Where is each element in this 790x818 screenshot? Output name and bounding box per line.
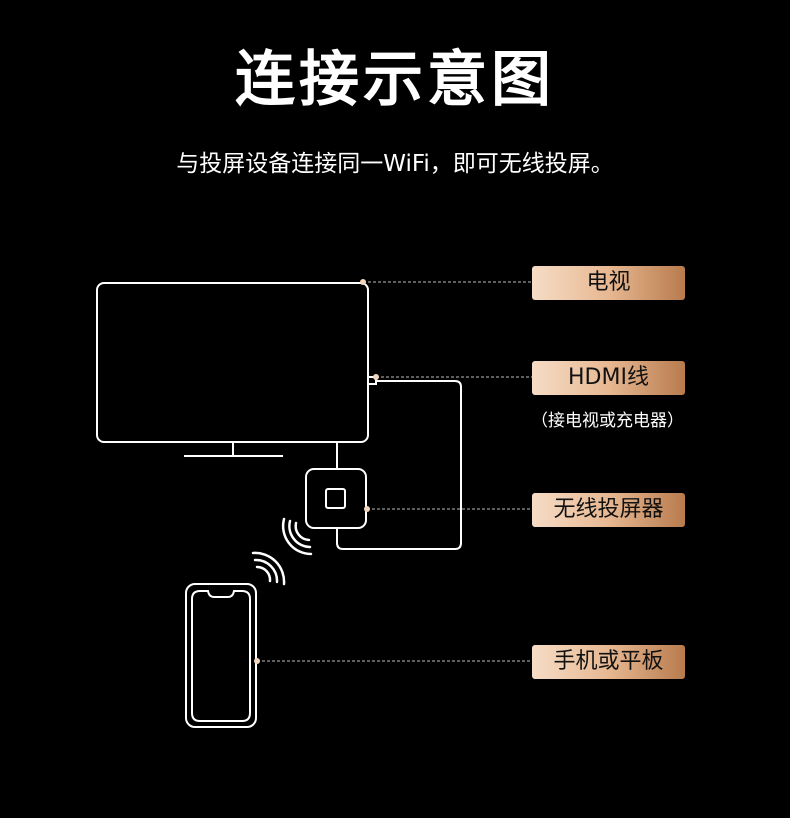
dongle-button	[325, 488, 346, 509]
page-title: 连接示意图	[235, 45, 555, 115]
tv-screen	[96, 282, 369, 443]
phone-outer	[185, 583, 257, 728]
label-dongle: 无线投屏器	[532, 493, 685, 527]
leader-dot-phone	[254, 658, 260, 664]
label-tv: 电视	[532, 266, 685, 300]
label-phone: 手机或平板	[532, 645, 685, 679]
leader-dots	[254, 279, 379, 664]
page-subtitle: 与投屏设备连接同一WiFi，即可无线投屏。	[176, 151, 614, 177]
label-hdmi-note: （接电视或充电器）	[531, 411, 684, 431]
dongle-illustration	[305, 468, 367, 529]
leader-lines	[257, 281, 532, 662]
leader-dot-dongle	[364, 506, 370, 512]
dongle-body	[305, 468, 367, 529]
wifi-icon	[251, 551, 286, 586]
wifi-icon	[281, 517, 313, 556]
tv-illustration	[96, 282, 369, 457]
hdmi-cable	[336, 376, 462, 550]
leader-dot-hdmi	[373, 374, 379, 380]
phone-illustration	[185, 583, 257, 728]
phone-screen	[191, 590, 251, 722]
label-hdmi: HDMI线	[532, 361, 685, 395]
hdmi-cable-path	[336, 380, 462, 550]
leader-dot-tv	[360, 279, 366, 285]
